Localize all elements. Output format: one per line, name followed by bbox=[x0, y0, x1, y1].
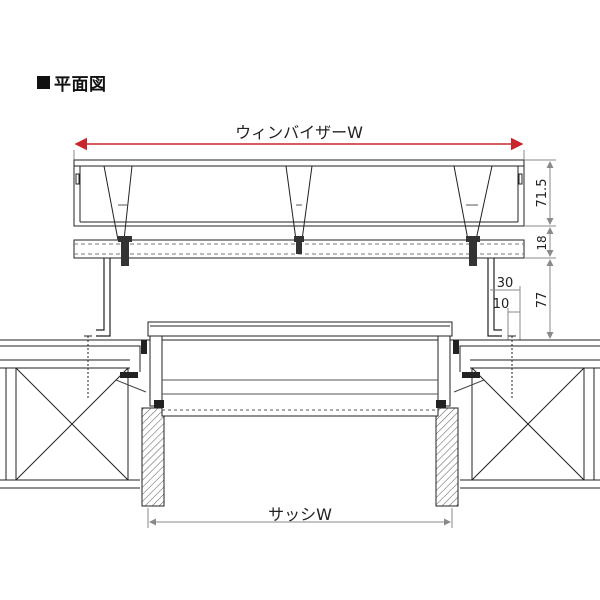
visor-body bbox=[73, 159, 525, 241]
side-brackets bbox=[96, 258, 502, 337]
sash-width-label: サッシW bbox=[268, 505, 332, 524]
visor-width-label: ウィンバイザーW bbox=[235, 123, 363, 142]
wall-frame-left bbox=[0, 367, 140, 489]
mounting-rail bbox=[73, 236, 525, 266]
post-left bbox=[141, 407, 165, 507]
sash-width-dimension bbox=[147, 508, 453, 528]
title-block: 平面図 bbox=[37, 70, 107, 95]
sash-frame bbox=[112, 321, 488, 417]
wall-frame-right bbox=[460, 367, 600, 489]
post-right bbox=[435, 407, 459, 507]
dim-77-label: 77 bbox=[535, 292, 550, 309]
dim-30-label: 30 bbox=[497, 276, 514, 291]
screws bbox=[84, 335, 516, 398]
title-square-icon bbox=[37, 76, 50, 89]
dim-18-label: 18 bbox=[535, 235, 549, 250]
dim-71-5-label: 71.5 bbox=[535, 179, 550, 208]
visor-width-dimension: ウィンバイザーW bbox=[73, 123, 525, 160]
dim-10-label: 10 bbox=[493, 297, 510, 312]
page-title: 平面図 bbox=[54, 75, 107, 95]
